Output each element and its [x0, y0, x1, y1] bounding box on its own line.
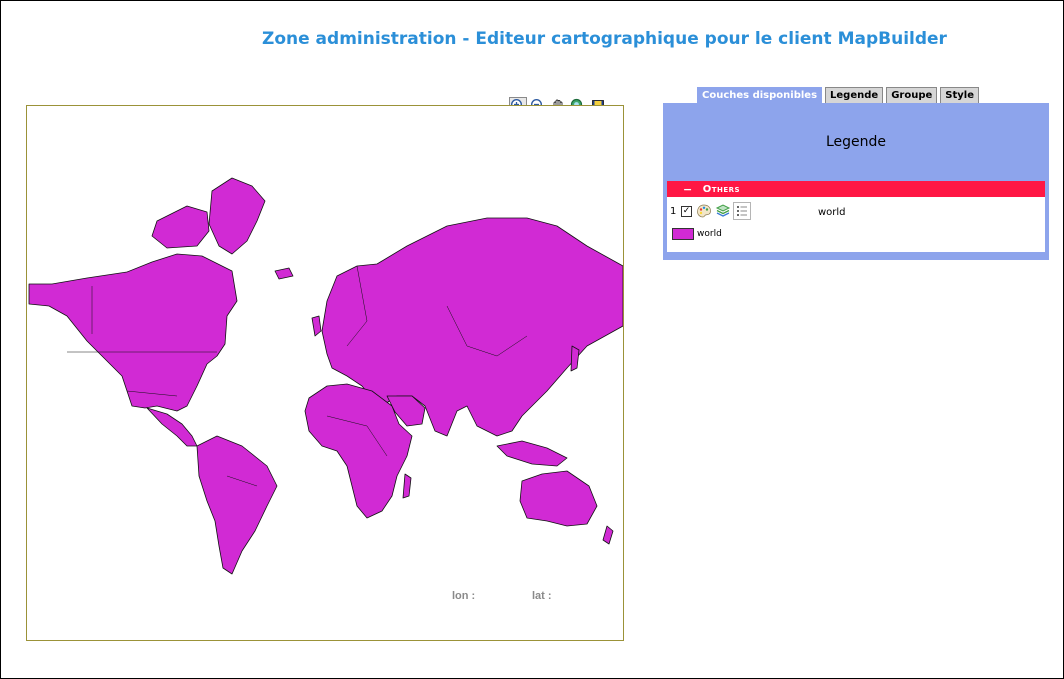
tab-legende[interactable]: Legende	[825, 87, 884, 104]
landmass-madagascar	[402, 473, 412, 499]
list-icon	[737, 206, 747, 216]
landmass-africa	[304, 383, 413, 519]
landmass-uk	[311, 315, 322, 337]
landmass-arabia	[386, 395, 426, 427]
landmass-south-america	[196, 435, 278, 575]
collapse-toggle[interactable]: −	[683, 182, 693, 196]
world-map[interactable]	[27, 106, 623, 640]
layer-visibility-checkbox[interactable]: ✓	[681, 205, 692, 217]
tab-groupe[interactable]: Groupe	[886, 87, 938, 104]
latitude-readout: lat :	[532, 590, 552, 602]
layer-stack-button[interactable]	[714, 202, 732, 220]
landmass-japan	[570, 345, 580, 372]
group-others[interactable]: − Others	[667, 181, 1045, 197]
legend-entry-label: world	[697, 229, 722, 239]
map-viewport[interactable]: lon : lat :	[26, 105, 624, 641]
tab-style[interactable]: Style	[940, 87, 979, 104]
landmass-new-zealand	[602, 525, 614, 545]
landmass-iceland	[274, 267, 294, 280]
group-name: Others	[702, 183, 741, 195]
landmass-southeast-asia-islands	[496, 440, 568, 467]
panel-heading: Legende	[825, 134, 887, 150]
landmass-central-america	[146, 407, 198, 447]
longitude-readout: lon :	[452, 590, 476, 602]
layer-number: 1	[670, 205, 677, 217]
legend-panel: Legende − Others 1 ✓	[663, 103, 1049, 260]
landmass-canadian-arctic	[151, 205, 210, 249]
legend-entry: world	[667, 225, 1045, 243]
landmass-north-america	[28, 253, 238, 412]
layer-properties-button[interactable]	[733, 202, 751, 220]
legend-body: − Others 1 ✓	[667, 181, 1045, 252]
tab-couches-disponibles[interactable]: Couches disponibles	[697, 87, 823, 104]
page-title: Zone administration - Editeur cartograph…	[262, 29, 947, 49]
layers-icon	[715, 204, 731, 217]
landmass-greenland	[208, 177, 266, 255]
palette-icon	[697, 204, 711, 218]
landmass-australia	[519, 470, 598, 527]
layer-style-button[interactable]	[695, 202, 713, 220]
layer-name: world	[818, 207, 846, 218]
panel-tabs: Couches disponibles Legende Groupe Style	[697, 87, 979, 104]
layer-row: 1 ✓	[667, 197, 1045, 225]
legend-swatch	[672, 228, 694, 240]
